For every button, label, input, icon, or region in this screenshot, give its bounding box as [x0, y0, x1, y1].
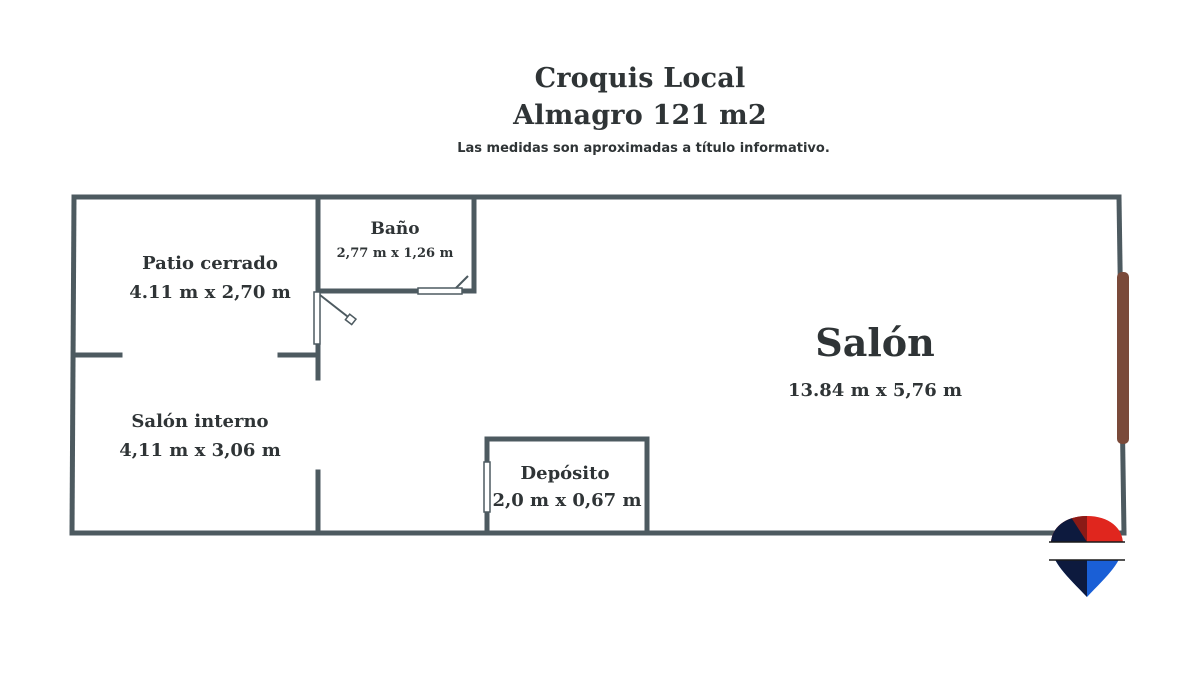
door-deposito [483, 461, 491, 533]
remax-balloon-logo-icon [1049, 516, 1125, 597]
room-name-bano: Baño [370, 219, 420, 239]
plan-disclaimer: Las medidas son aproximadas a título inf… [457, 141, 830, 156]
door-partition [313, 291, 358, 345]
storefront-window [1117, 272, 1129, 444]
plan-title-area: Almagro 121 m2 [513, 100, 767, 131]
room-dim-deposito: 2,0 m x 0,67 m [492, 490, 642, 511]
wall-left [69, 194, 77, 536]
room-dim-patio: 4.11 m x 2,70 m [129, 282, 291, 303]
room-name-patio: Patio cerrado [142, 253, 278, 274]
room-name-deposito: Depósito [520, 463, 610, 484]
room-name-salon-interno: Salón interno [131, 411, 269, 432]
room-dim-bano: 2,77 m x 1,26 m [336, 246, 454, 261]
room-dim-salon-interno: 4,11 m x 3,06 m [119, 440, 281, 461]
plan-title: Croquis Local [534, 63, 746, 94]
door-bano [417, 275, 469, 295]
room-name-salon: Salón [815, 320, 935, 365]
room-dim-salon: 13.84 m x 5,76 m [787, 380, 963, 401]
